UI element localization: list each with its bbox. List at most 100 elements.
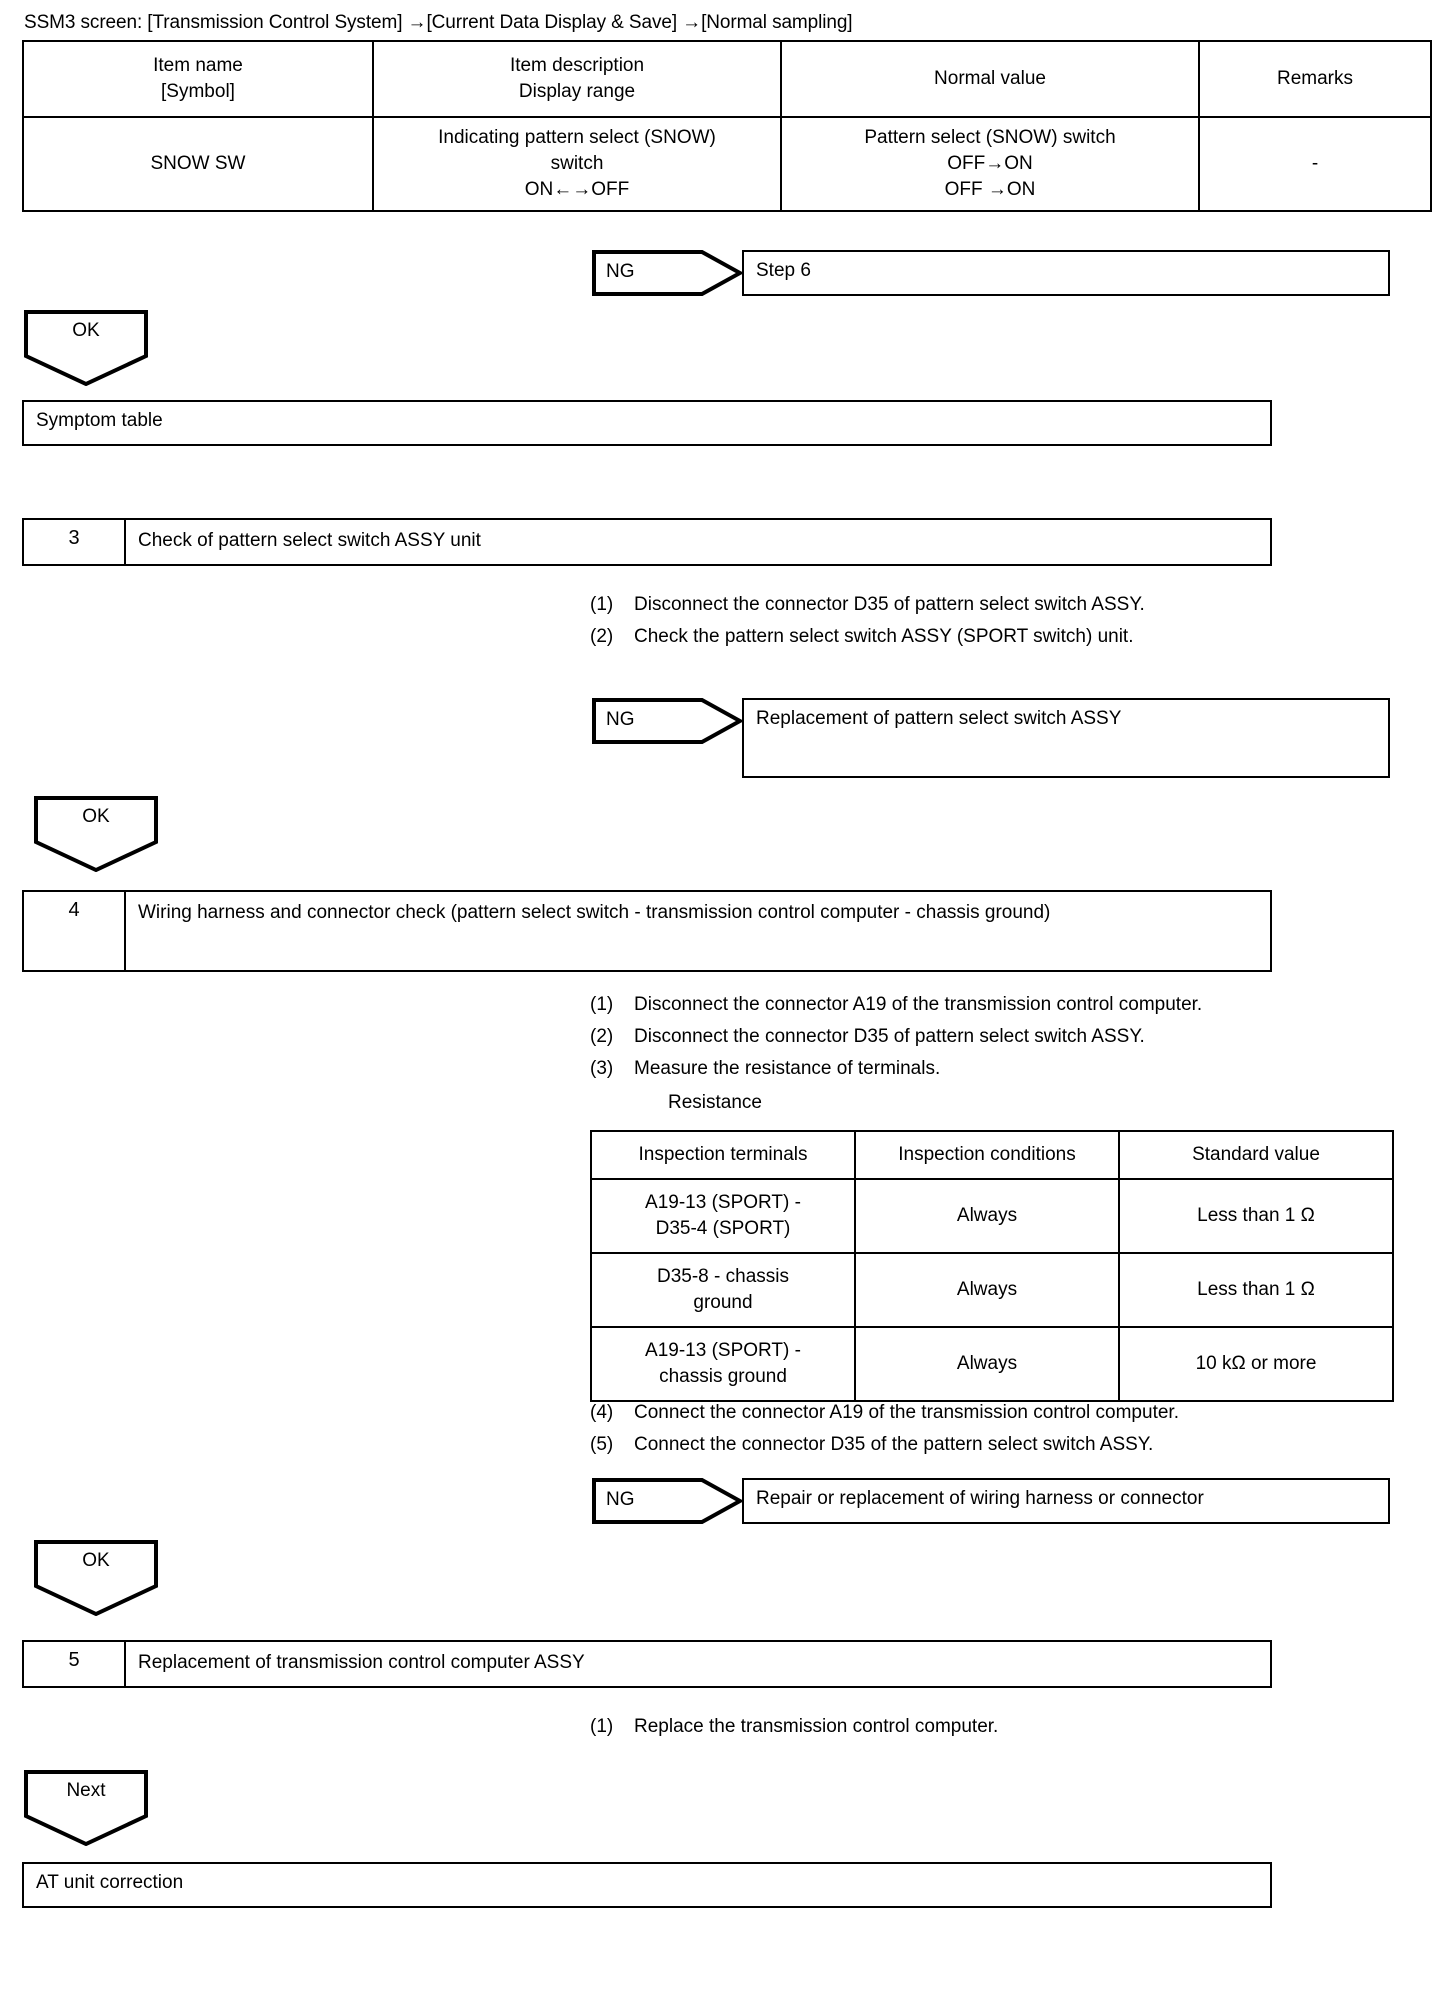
step-4-instruction-2: (2) Disconnect the connector D35 of patte… [590, 1022, 1145, 1052]
ng-arrow-icon [592, 1478, 742, 1524]
step-4-instruction-5-text: Connect the connector D35 of the pattern… [634, 1434, 1154, 1455]
header-item-name-line1: Item name [153, 55, 243, 76]
ng-label: NG [606, 709, 635, 730]
table-header-row: Item name [Symbol] Item description Disp… [22, 40, 1432, 118]
cell-item-description: Indicating pattern select (SNOW) switch … [372, 116, 782, 212]
step-4-title: Wiring harness and connector check (patt… [138, 902, 1051, 923]
table-row: A19-13 (SPORT) - D35-4 (SPORT) Always Le… [590, 1178, 1394, 1254]
ng-label: NG [606, 1489, 635, 1510]
cell-description-line1: Indicating pattern select (SNOW) [438, 127, 716, 148]
step-3-instruction-1-index: (1) [590, 594, 614, 615]
table-row: A19-13 (SPORT) - chassis ground Always 1… [590, 1326, 1394, 1402]
step-5-box[interactable]: 5 Replacement of transmission control co… [22, 1640, 1272, 1688]
step-4-box[interactable]: 4 Wiring harness and connector check (pa… [22, 890, 1272, 972]
ok-tag-symptom: OK [24, 310, 148, 386]
flowbox-harness-repair-label: Repair or replacement of wiring harness … [756, 1488, 1204, 1509]
step-5-title: Replacement of transmission control comp… [138, 1652, 585, 1673]
resistance-cell-standard: Less than 1 Ω [1118, 1178, 1394, 1254]
ok-down-arrow-icon [34, 1540, 158, 1616]
step-4-instruction-5-index: (5) [590, 1434, 614, 1455]
step-4-instruction-4-text: Connect the connector A19 of the transmi… [634, 1402, 1179, 1423]
ok-label: OK [82, 806, 110, 827]
table-row: D35-8 - chassis ground Always Less than … [590, 1252, 1394, 1328]
flowbox-step6-label: Step 6 [756, 260, 811, 281]
cell-description-line2: switch [550, 153, 604, 174]
flowbox-step6[interactable]: Step 6 [742, 250, 1390, 296]
resistance-cell-conditions: Always [854, 1178, 1120, 1254]
header-item-description-line2: Display range [518, 81, 636, 102]
resistance-cell-conditions: Always [854, 1326, 1120, 1402]
cell-normal-value: Pattern select (SNOW) switch OFF→ON OFF … [780, 116, 1200, 212]
resistance-cell-terminals: A19-13 (SPORT) - chassis ground [590, 1326, 856, 1402]
ng-tag-step6: NG [592, 250, 742, 296]
resistance-measurement-table: Inspection terminals Inspection conditio… [590, 1130, 1394, 1402]
resistance-terminals-line2: D35-4 (SPORT) [655, 1218, 791, 1239]
header-item-description-line1: Item description [509, 55, 645, 76]
resistance-terminals-line2: chassis ground [659, 1366, 787, 1387]
header-item-name-line2: [Symbol] [161, 81, 235, 102]
cell-description-line3: ON←→OFF [524, 179, 630, 200]
flowbox-symptom-table-label: Symptom table [36, 410, 163, 431]
resistance-terminals-line1: D35-8 - chassis [657, 1266, 789, 1287]
resistance-cell-standard: Less than 1 Ω [1118, 1252, 1394, 1328]
step-4-instruction-1: (1)Disconnect the connector A19 of the t… [590, 990, 1202, 1020]
ng-tag-harness-repair: NG [592, 1478, 742, 1524]
step-3-number: 3 [24, 520, 126, 564]
resistance-sub-label: Resistance [668, 1092, 762, 1113]
step-4-instruction-1-index: (1) [590, 994, 614, 1015]
step-3-instruction-2-index: (2) [590, 626, 614, 647]
current-data-item-table: Item name [Symbol] Item description Disp… [22, 40, 1432, 212]
step-5-instruction-1: (1)Replace the transmission control comp… [590, 1712, 998, 1742]
table-row: SNOW SW Indicating pattern select (SNOW)… [22, 116, 1432, 212]
ok-down-arrow-icon [34, 796, 158, 872]
step-4-instruction-4-index: (4) [590, 1402, 614, 1423]
flowbox-at-unit-correction[interactable]: AT unit correction [22, 1862, 1272, 1908]
step-4-instruction-4: (4) Connect the connector A19 of the tran… [590, 1398, 1179, 1428]
ok-label: OK [72, 320, 100, 341]
header-item-description: Item description Display range [372, 40, 782, 118]
next-tag-at-unit: Next [24, 1770, 148, 1846]
flowbox-symptom-table[interactable]: Symptom table [22, 400, 1272, 446]
flowbox-harness-repair[interactable]: Repair or replacement of wiring harness … [742, 1478, 1390, 1524]
step-3-instruction-1: (1) Disconnect the connector D35 of patte… [590, 590, 1145, 620]
ng-label: NG [606, 261, 635, 282]
ok-label: OK [82, 1550, 110, 1571]
step-3-box[interactable]: 3 Check of pattern select switch ASSY un… [22, 518, 1272, 566]
next-down-arrow-icon [24, 1770, 148, 1846]
ok-tag-step4: OK [34, 796, 158, 872]
resistance-cell-terminals: D35-8 - chassis ground [590, 1252, 856, 1328]
step-5-number: 5 [24, 1642, 126, 1686]
resistance-cell-conditions: Always [854, 1252, 1120, 1328]
next-label: Next [66, 1780, 106, 1801]
ng-arrow-icon [592, 250, 742, 296]
step-4-instruction-2-index: (2) [590, 1026, 614, 1047]
step-4-instruction-3-text: Measure the resistance of terminals. [634, 1058, 941, 1079]
resistance-terminals-line2: ground [693, 1292, 753, 1313]
step-3-instruction-2-text: Check the pattern select switch ASSY (SP… [634, 626, 1134, 647]
ssm-screen-heading: SSM3 screen: [Transmission Control Syste… [24, 12, 853, 33]
step-3-instruction-1-text: Disconnect the connector D35 of pattern … [634, 594, 1145, 615]
cell-normal-line3: OFF →ON [944, 179, 1036, 200]
flowbox-switch-replacement[interactable]: Replacement of pattern select switch ASS… [742, 698, 1390, 778]
ng-tag-switch-replacement: NG [592, 698, 742, 744]
step-5-instruction-1-index: (1) [590, 1716, 614, 1737]
resistance-header-standard: Standard value [1118, 1130, 1394, 1180]
cell-normal-line2: OFF→ON [947, 153, 1033, 174]
resistance-header-conditions: Inspection conditions [854, 1130, 1120, 1180]
resistance-terminals-line1: A19-13 (SPORT) - [645, 1340, 801, 1361]
ok-tag-step5: OK [34, 1540, 158, 1616]
resistance-header-row: Inspection terminals Inspection conditio… [590, 1130, 1394, 1180]
step-4-instruction-3-index: (3) [590, 1058, 614, 1079]
step-4-instruction-5: (5) Connect the connector D35 of the patt… [590, 1430, 1153, 1460]
step-4-number: 4 [24, 892, 126, 970]
step-4-instruction-3: (3) Measure the resistance of terminals. [590, 1054, 940, 1084]
resistance-terminals-line1: A19-13 (SPORT) - [645, 1192, 801, 1213]
resistance-cell-terminals: A19-13 (SPORT) - D35-4 (SPORT) [590, 1178, 856, 1254]
cell-normal-line1: Pattern select (SNOW) switch [864, 127, 1116, 148]
header-item-name: Item name [Symbol] [22, 40, 374, 118]
step-4-instruction-2-text: Disconnect the connector D35 of pattern … [634, 1026, 1145, 1047]
cell-item-name: SNOW SW [22, 116, 374, 212]
header-normal-value: Normal value [780, 40, 1200, 118]
flowbox-switch-replacement-label: Replacement of pattern select switch ASS… [756, 708, 1122, 729]
